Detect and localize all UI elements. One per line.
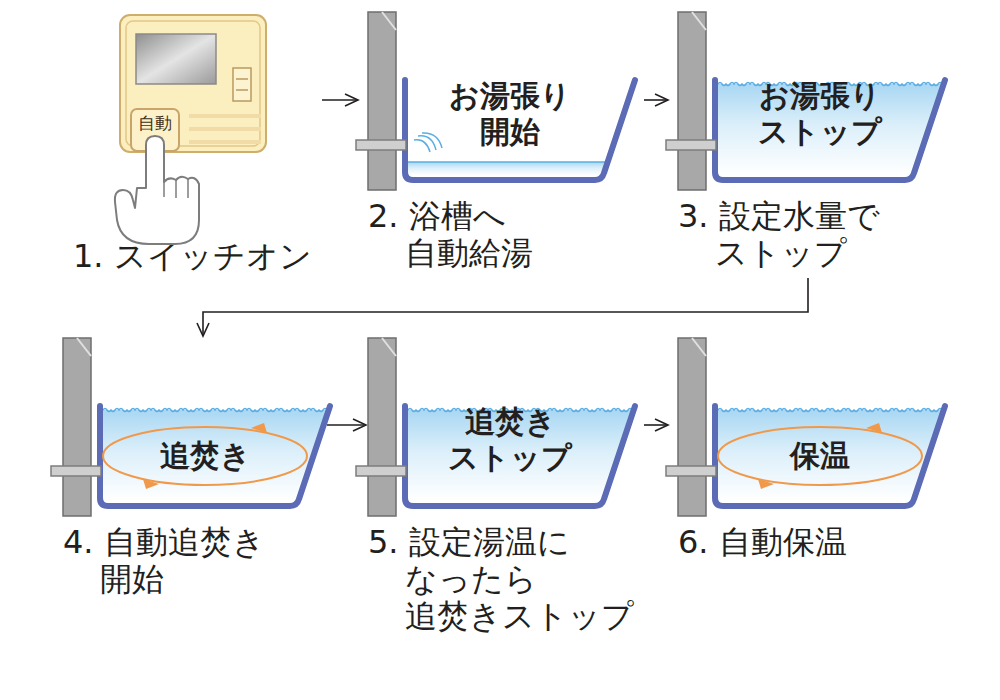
text-line: 自動給湯 [368,235,533,272]
text-line: 保温 [710,438,930,474]
text-line: お湯張り [400,78,620,114]
text-line: ストップ [400,440,620,476]
button-label: 自動 [132,113,178,133]
step-caption: 4. 自動追焚き 開始 [63,524,265,598]
text-line: 1. スイッチオン [73,238,312,275]
step-caption: 5. 設定湯温に なったら 追焚きストップ [368,524,634,635]
step-caption: 3. 設定水量で ストップ [678,198,880,272]
text-line: 4. 自動追焚き [63,524,265,561]
step-caption: 6. 自動保温 [678,524,847,561]
bathtub-step: お湯張り 開始 2. 浴槽へ 自動給湯 [360,12,642,276]
flow-arrow [644,424,668,426]
flow-arrow [327,424,366,426]
text-line: ストップ [710,114,930,150]
text-line: 5. 設定湯温に [368,524,634,561]
text-line: 開始 [63,561,265,598]
flow-arrow [203,278,808,336]
bathtub-illustration [670,338,960,523]
step-caption: 2. 浴槽へ 自動給湯 [368,198,533,272]
tub-label: 追焚き ストップ [400,404,620,476]
text-line: 2. 浴槽へ [368,198,533,235]
tub-label: お湯張り 開始 [400,78,620,150]
text-line: 追焚き [400,404,620,440]
bathtub-step: 保温 6. 自動保温 [670,338,952,565]
text-line: なったら [368,561,634,598]
tub-label: お湯張り ストップ [710,78,930,150]
text-line: 6. 自動保温 [678,524,847,561]
bathtub-step: お湯張り ストップ3. 設定水量で ストップ [670,12,952,276]
text-line: 追焚きストップ [368,598,634,635]
hand-illustration [65,12,320,252]
step-caption: 1. スイッチオン [73,238,312,275]
bathtub-step: 追焚き ストップ 5. 設定湯温に なったら 追焚きストップ [360,338,642,639]
text-line: ストップ [678,235,880,272]
remote-panel: 1. スイッチオン 自動 [65,12,320,279]
text-line: 開始 [400,114,620,150]
text-line: 追焚き [95,438,315,474]
text-line: お湯張り [710,78,930,114]
flow-arrow [644,99,668,101]
remote-illustration [65,12,320,162]
text-line: 3. 設定水量で [678,198,880,235]
tub-label: 保温 [710,438,930,474]
flow-arrow [322,99,358,101]
tub-label: 追焚き [95,438,315,474]
bathtub-step: 追焚き 4. 自動追焚き 開始 [55,338,337,602]
bathtub-illustration [55,338,345,523]
